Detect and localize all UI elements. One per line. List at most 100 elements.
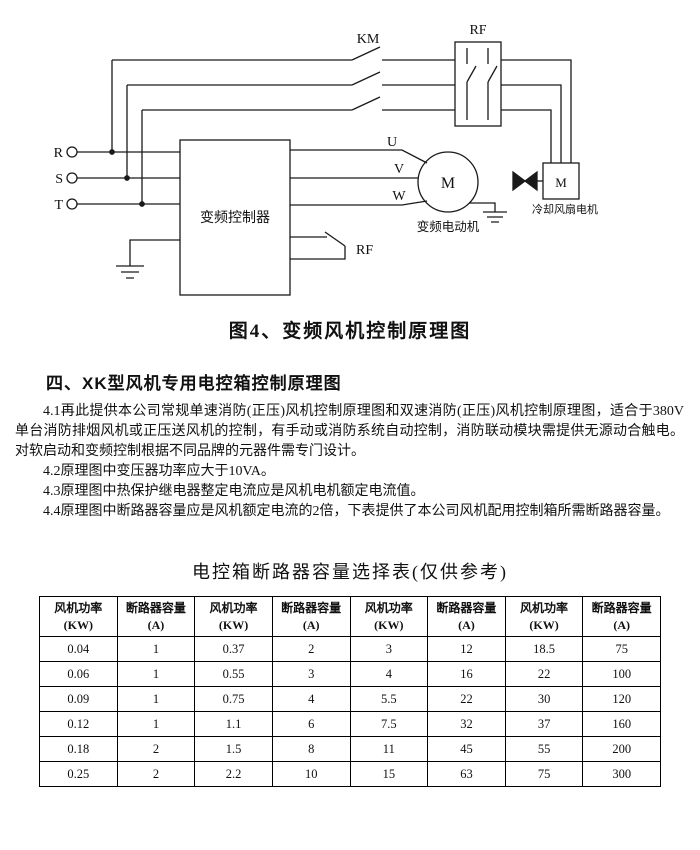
paragraph-4-4: 4.4原理图中断路器容量应是风机额定电流的2倍，下表提供了本公司风机配用控制箱所… bbox=[43, 504, 670, 520]
section-paragraphs: 4.1再此提供本公司常规单速消防(正压)风机控制原理图和双速消防(正压)风机控制… bbox=[15, 402, 684, 522]
table-head: 风机功率(KW)断路器容量(A)风机功率(KW)断路器容量(A)风机功率(KW)… bbox=[39, 596, 661, 638]
rf-relay-box bbox=[454, 41, 502, 127]
paragraph-4-1: 4.1再此提供本公司常规单速消防(正压)风机控制原理图和双速消防(正压)风机控制… bbox=[15, 404, 684, 460]
table-cell: 1 bbox=[116, 686, 196, 713]
table-header-cell: 风机功率(KW) bbox=[504, 596, 584, 638]
table-cell: 2 bbox=[116, 736, 196, 763]
table-cell: 15 bbox=[349, 761, 429, 788]
paragraph-4-3: 4.3原理图中热保护继电器整定电流应是风机电机额定电流值。 bbox=[43, 484, 425, 500]
table-cell: 22 bbox=[504, 661, 584, 688]
fan-blade-icon bbox=[523, 170, 538, 192]
output-wires bbox=[290, 149, 428, 206]
table-header-cell: 断路器容量(A) bbox=[116, 596, 196, 638]
table-cell: 16 bbox=[427, 661, 506, 688]
controller-ground-symbol bbox=[116, 239, 180, 279]
fan-blade-icon bbox=[512, 170, 527, 192]
km-contacts bbox=[351, 46, 381, 111]
top-wires bbox=[112, 59, 352, 111]
table-cell: 4 bbox=[271, 686, 351, 713]
terminal-r-circle bbox=[66, 146, 78, 158]
table-cell: 0.55 bbox=[194, 661, 273, 688]
motor-ground-symbol bbox=[469, 202, 507, 223]
table-cell: 8 bbox=[271, 736, 351, 763]
table-cell: 120 bbox=[582, 686, 661, 713]
table-cell: 30 bbox=[504, 686, 584, 713]
table-cell: 22 bbox=[427, 686, 506, 713]
table-cell: 2 bbox=[116, 761, 196, 788]
table-cell: 7.5 bbox=[349, 711, 429, 738]
terminal-s-circle bbox=[66, 172, 78, 184]
terminal-s-label: S bbox=[55, 172, 63, 187]
table-header-cell: 断路器容量(A) bbox=[582, 596, 661, 638]
table-cell: 0.25 bbox=[39, 761, 118, 788]
table-cell: 6 bbox=[271, 711, 351, 738]
table-cell: 75 bbox=[582, 636, 661, 663]
table-cell: 100 bbox=[582, 661, 661, 688]
paragraph-4-2: 4.2原理图中变压器功率应大于10VA。 bbox=[43, 464, 275, 480]
table-cell: 0.09 bbox=[39, 686, 118, 713]
section-heading: 四、XK型风机专用电控箱控制原理图 bbox=[46, 374, 342, 393]
breaker-capacity-table: 风机功率(KW)断路器容量(A)风机功率(KW)断路器容量(A)风机功率(KW)… bbox=[39, 596, 661, 788]
table-cell: 200 bbox=[582, 736, 661, 763]
table-header-cell: 风机功率(KW) bbox=[349, 596, 429, 638]
table-cell: 37 bbox=[504, 711, 584, 738]
controller-label: 变频控制器 bbox=[200, 210, 270, 226]
table-cell: 3 bbox=[349, 636, 429, 663]
table-cell: 18.5 bbox=[504, 636, 584, 663]
table-cell: 0.06 bbox=[39, 661, 118, 688]
circuit-diagram: R S T KM RF U V W RF 变频控制器 M 变频电动机 M 冷却风… bbox=[0, 0, 700, 312]
table-cell: 0.04 bbox=[39, 636, 118, 663]
circuit-diagram-svg: R S T KM RF U V W RF 变频控制器 M 变频电动机 M 冷却风… bbox=[54, 23, 598, 296]
table-header-cell: 断路器容量(A) bbox=[271, 596, 351, 638]
fan-caption: 冷却风扇电机 bbox=[532, 202, 598, 216]
table-cell: 45 bbox=[427, 736, 506, 763]
table-cell: 0.12 bbox=[39, 711, 118, 738]
table-cell: 160 bbox=[582, 711, 661, 738]
fan-feed-wires bbox=[501, 59, 572, 163]
fan-m-label: M bbox=[555, 175, 567, 190]
table-cell: 0.18 bbox=[39, 736, 118, 763]
table-cell: 1.1 bbox=[194, 711, 273, 738]
table-cell: 11 bbox=[349, 736, 429, 763]
motor-caption: 变频电动机 bbox=[417, 219, 480, 234]
terminal-t-circle bbox=[66, 198, 78, 210]
km-label: KM bbox=[357, 32, 380, 47]
table-cell: 2.2 bbox=[194, 761, 273, 788]
table-title: 电控箱断路器容量选择表(仅供参考) bbox=[192, 562, 508, 583]
riser-wires bbox=[111, 60, 143, 204]
terminal-r-label: R bbox=[54, 146, 64, 161]
terminal-t-label: T bbox=[54, 198, 63, 213]
table-cell: 300 bbox=[582, 761, 661, 788]
rf-relay-contacts bbox=[466, 48, 498, 120]
table-cell: 0.75 bbox=[194, 686, 273, 713]
phase-w-label: W bbox=[392, 189, 406, 204]
table-cell: 10 bbox=[271, 761, 351, 788]
table-header-cell: 断路器容量(A) bbox=[427, 596, 506, 638]
table-header-cell: 风机功率(KW) bbox=[39, 596, 118, 638]
rf-aux-contact bbox=[290, 231, 346, 260]
table-cell: 3 bbox=[271, 661, 351, 688]
phase-u-label: U bbox=[387, 135, 397, 150]
table-header-cell: 风机功率(KW) bbox=[194, 596, 273, 638]
table-cell: 75 bbox=[504, 761, 584, 788]
table-cell: 0.37 bbox=[194, 636, 273, 663]
table-cell: 1 bbox=[116, 711, 196, 738]
rf-label: RF bbox=[469, 23, 486, 38]
table-cell: 1 bbox=[116, 661, 196, 688]
controller-box bbox=[179, 139, 291, 296]
table-cell: 1 bbox=[116, 636, 196, 663]
table-header-row: 风机功率(KW)断路器容量(A)风机功率(KW)断路器容量(A)风机功率(KW)… bbox=[39, 596, 661, 638]
table-cell: 4 bbox=[349, 661, 429, 688]
table-cell: 63 bbox=[427, 761, 506, 788]
table-cell: 2 bbox=[271, 636, 351, 663]
motor-circle bbox=[417, 151, 479, 213]
table-cell: 12 bbox=[427, 636, 506, 663]
